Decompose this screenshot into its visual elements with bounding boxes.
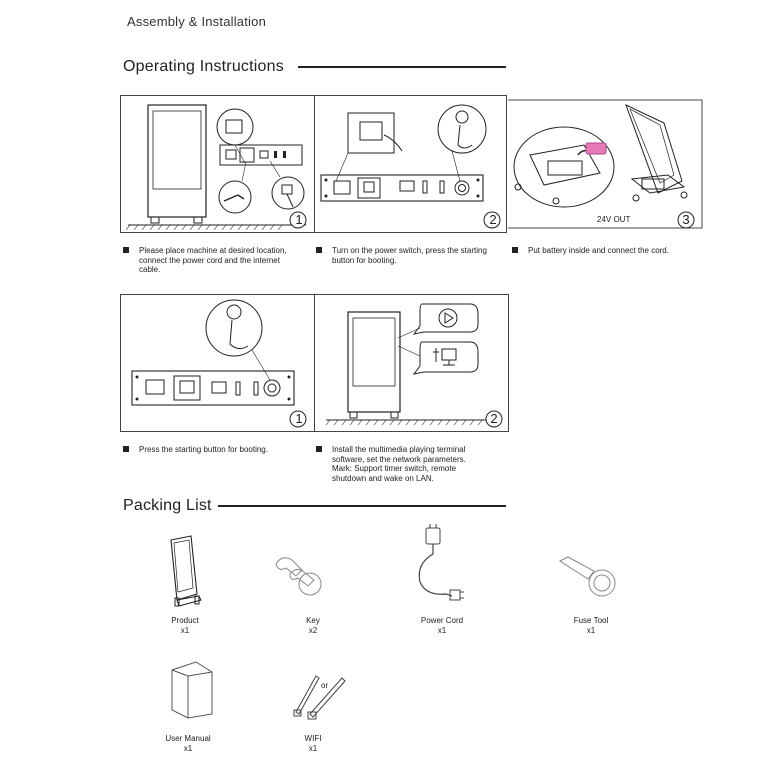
- play-icon: [438, 308, 458, 328]
- fuse-tool-icon: [558, 556, 616, 597]
- bullet-icon: [512, 247, 518, 253]
- packing-item-key: Key x2: [306, 616, 320, 635]
- step-number-2: 2: [489, 212, 497, 227]
- panel-divider: [314, 95, 315, 233]
- packing-item-fuse-tool: Fuse Tool x1: [573, 616, 609, 635]
- bullet-icon: [316, 446, 322, 452]
- bullet-icon: [316, 247, 322, 253]
- product-icon: [170, 535, 202, 607]
- step-number-1: 1: [295, 411, 303, 426]
- caption-power-switch: Turn on the power switch, press the star…: [316, 246, 508, 266]
- illustration-start-button: [131, 299, 307, 428]
- illustration-software-setup: [325, 303, 503, 428]
- caption-place-machine: Please place machine at desired location…: [123, 246, 313, 276]
- illustration-place-and-connect: [125, 104, 307, 231]
- caption-start-button: Press the starting button for booting.: [123, 445, 313, 455]
- step-number-2: 2: [490, 411, 498, 426]
- step-number-3: 3: [682, 212, 690, 227]
- section-rule: [218, 505, 506, 507]
- key-icon: [275, 557, 322, 596]
- packing-item-power-cord: Power Cord x1: [420, 616, 464, 635]
- page-header: Assembly & Installation: [127, 14, 266, 29]
- wifi-antenna-icon: [293, 675, 346, 720]
- battery-output-label: 24V OUT: [597, 215, 631, 224]
- network-icon: [433, 348, 457, 366]
- packing-item-user-manual: User Manual x1: [165, 734, 211, 753]
- bullet-icon: [123, 446, 129, 452]
- illustration-power-switch: [320, 104, 501, 229]
- user-manual-icon: [171, 661, 213, 719]
- bullet-icon: [123, 247, 129, 253]
- illustration-battery: [508, 99, 703, 229]
- step-number-1: 1: [295, 212, 303, 227]
- packing-list-title: Packing List: [123, 497, 212, 514]
- caption-software-setup: Install the multimedia playing terminal …: [316, 445, 508, 485]
- caption-battery: Put battery inside and connect the cord.: [512, 246, 702, 256]
- instruction-row-1: [120, 95, 507, 233]
- packing-item-wifi: WIFI x1: [304, 734, 322, 753]
- section-rule: [298, 66, 506, 68]
- power-cord-icon: [418, 524, 464, 601]
- operating-instructions-title: Operating Instructions: [123, 58, 284, 75]
- panel-divider: [314, 294, 315, 432]
- battery-icon: [585, 142, 607, 155]
- or-label: or: [321, 681, 329, 690]
- packing-item-product: Product x1: [171, 616, 199, 635]
